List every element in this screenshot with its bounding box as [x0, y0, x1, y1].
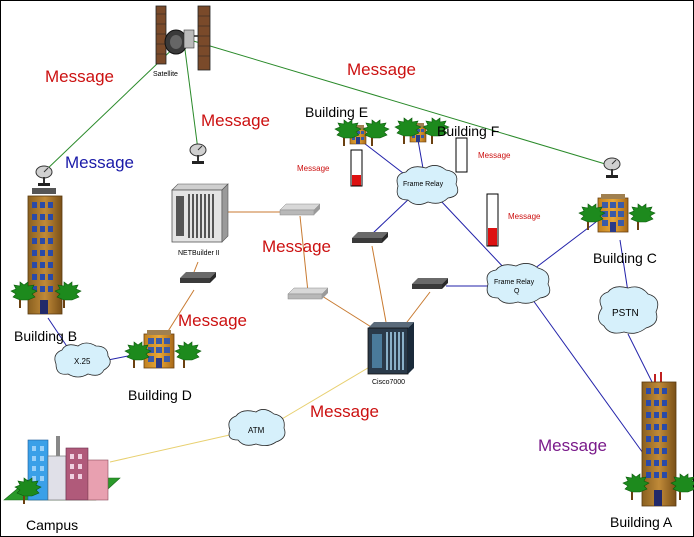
- queue-gauge-icon: [350, 149, 363, 187]
- building-d: [124, 329, 202, 369]
- message-label: Message: [347, 60, 416, 79]
- cloud-x25: [54, 342, 111, 378]
- message-label: Message: [262, 237, 331, 256]
- switch-icon: [279, 203, 321, 216]
- message-label: Message: [297, 164, 330, 173]
- building-e-label: Building E: [305, 104, 368, 120]
- building-a-label: Building A: [610, 514, 673, 530]
- building-d-label: Building D: [128, 387, 192, 403]
- link-satellite-building-c: [189, 39, 613, 167]
- queue-gauge-icon: [486, 193, 499, 247]
- router-icon: [352, 232, 388, 243]
- netbuilder-label: NETBuilder II: [178, 250, 220, 257]
- cisco-label: Cisco7000: [372, 379, 405, 386]
- message-label: Message: [45, 67, 114, 86]
- router-icon: [412, 278, 448, 289]
- office-building-icon: [143, 329, 175, 369]
- link-switch-cisco: [321, 295, 377, 331]
- satellite-dish-icon: [189, 143, 207, 165]
- satellite-icon: [155, 5, 211, 71]
- netbuilder-icon: [171, 143, 229, 243]
- link-switch-switch: [299, 215, 309, 293]
- satellite-dish-icon: [35, 165, 53, 187]
- link-x25-building-d: [107, 355, 129, 361]
- building-f-label: Building F: [437, 123, 499, 139]
- campus-label: Campus: [26, 517, 78, 533]
- message-label: Message: [508, 212, 541, 221]
- campus: [3, 436, 121, 505]
- message-label: Message: [478, 151, 511, 160]
- x25-label: X.25: [74, 357, 91, 366]
- link-cisco-atm: [269, 361, 379, 427]
- atm-label: ATM: [248, 426, 265, 435]
- cisco-7000-icon: [367, 322, 414, 375]
- satellite-dish-icon: [603, 157, 621, 179]
- pstn-label: PSTN: [612, 308, 639, 319]
- building-b: [10, 165, 82, 315]
- message-label: Message: [65, 153, 134, 172]
- message-label: Message: [538, 436, 607, 455]
- link-pstn-building-a: [627, 333, 653, 383]
- queue-gauge-icon: [455, 137, 468, 173]
- building-b-label: Building B: [14, 328, 77, 344]
- link-building-c-pstn: [619, 239, 629, 293]
- link-netbuilder-router: [193, 261, 199, 273]
- link-router-cisco-2: [403, 291, 431, 327]
- message-label: Message: [310, 402, 379, 421]
- link-frame-relay-frame-relay: [439, 199, 507, 271]
- cloud-frame-relay-1: [396, 165, 459, 205]
- building-c-label: Building C: [593, 250, 657, 266]
- message-label: Message: [178, 311, 247, 330]
- frame-relay-1-label: Frame Relay: [403, 181, 444, 188]
- link-atm-campus: [109, 433, 235, 463]
- link-satellite-netbuilder: [183, 41, 199, 151]
- cloud-atm: [228, 409, 286, 446]
- building-c: [578, 157, 656, 233]
- message-label: Message: [201, 111, 270, 130]
- message-labels: Message Message Message Message Message …: [45, 60, 607, 455]
- link-router-building-d: [164, 289, 195, 337]
- switch-icon: [287, 287, 329, 300]
- cloud-frame-relay-2: [486, 263, 551, 304]
- link-router-cisco: [371, 245, 387, 323]
- link-router-frame-relay-1: [371, 195, 413, 235]
- frame-relay-2-label: Frame Relay: [494, 279, 535, 286]
- router-icon: [180, 272, 216, 283]
- satellite-label: Satellite: [153, 71, 178, 78]
- building-e: [334, 119, 390, 147]
- building-a: [622, 372, 694, 507]
- link-frame-relay-building-a: [529, 295, 649, 461]
- link-frame-relay-building-c: [529, 221, 597, 273]
- cloud-pstn: [598, 286, 659, 334]
- frame-relay-2-sublabel: Q: [514, 288, 520, 295]
